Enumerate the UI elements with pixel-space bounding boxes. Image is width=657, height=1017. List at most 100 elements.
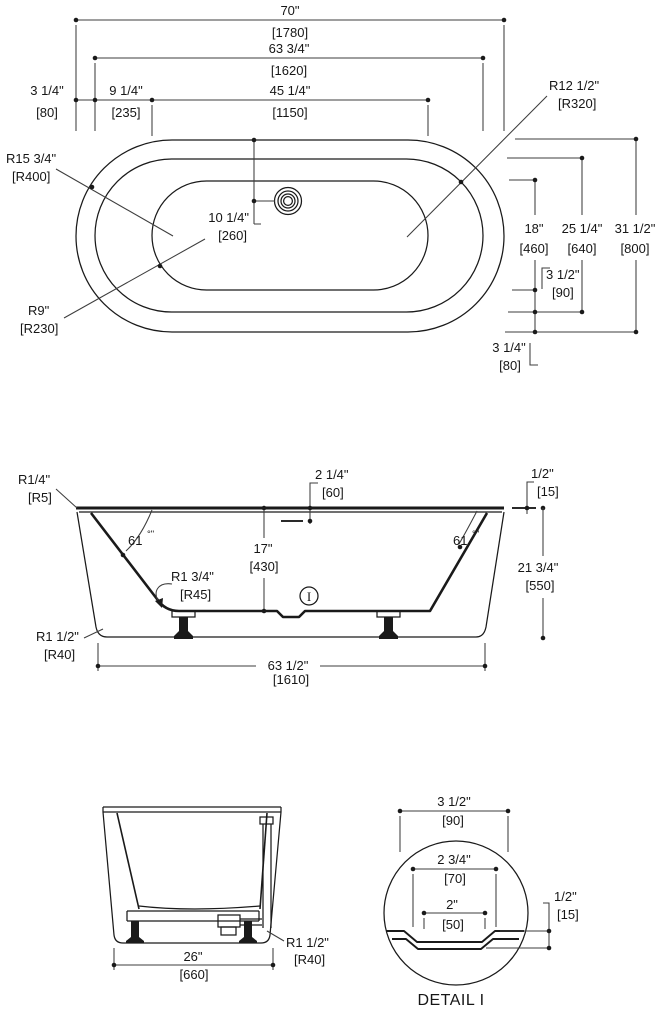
dim-base-radius-mm: [R40] (44, 647, 75, 662)
dim-width-overall-mm: [800] (621, 241, 650, 256)
dim-width-deck-in: 25 1/4" (562, 221, 603, 236)
tub-basin-outline (151, 180, 429, 291)
dim-recess-mid-mm: [70] (444, 871, 466, 886)
dim-offset-deck-in: 3 1/4" (30, 83, 64, 98)
dim-radius-basin-corner-in: R9" (28, 303, 50, 318)
dim-offset-deck-side-in: 3 1/2" (546, 267, 580, 282)
top-view-dimensions (55, 17, 639, 366)
dim-recess-inner-in: 2" (446, 897, 458, 912)
dim-offset-basin-in: 9 1/4" (109, 83, 143, 98)
dim-radius-basin-corner-mm: [R230] (20, 321, 58, 336)
dim-radius-deck-end-in: R15 3/4" (6, 151, 57, 166)
dim-floor-fillet-mm: [R45] (180, 587, 211, 602)
end-rim-lines (102, 806, 282, 813)
dim-offset-rim-side-mm: [80] (499, 358, 521, 373)
recess-outer-dim-line (399, 810, 509, 852)
dim-length-deck-in: 63 3/4" (269, 41, 310, 56)
leader-end-base-radius (266, 930, 285, 942)
side-view-labels: R1/4" [R5] 2 1/4" [60] 1/2" [15] 61 °" 6… (18, 466, 559, 687)
angle-arc-left (125, 509, 153, 552)
dim-rim-radius-in: R1/4" (18, 472, 50, 487)
detail-callout-circle (299, 586, 319, 606)
overflow-pipe-cap (259, 816, 274, 825)
drain-icon (273, 186, 303, 216)
dim-recess-outer-in: 3 1/2" (437, 794, 471, 809)
dim-wall-angle-right: 61 (453, 533, 467, 548)
dim-offset-basin-mm: [235] (112, 105, 141, 120)
dim-drain-offset-mm: [260] (218, 228, 247, 243)
dim-drain-offset-in: 10 1/4" (208, 210, 249, 225)
detail-view-geometry (383, 840, 529, 986)
bracket-rim-lip (526, 481, 534, 514)
dim-width-overall-in: 31 1/2" (615, 221, 656, 236)
leader-radius-basin-corner (63, 238, 206, 319)
end-skirt-outline (102, 811, 282, 944)
end-foot-left (126, 921, 144, 943)
tub-outer-rim-outline (75, 139, 505, 333)
leader-rim-radius (55, 488, 78, 509)
leader-floor-fillet (155, 583, 173, 603)
floor-fillet-arrowhead (155, 598, 163, 608)
dim-offset-rim-side-in: 3 1/4" (492, 340, 526, 355)
detail-callout-letter: I (307, 589, 311, 604)
dim-radius-basin-end-mm: [R320] (558, 96, 596, 111)
leader-base-radius (83, 628, 104, 639)
dim-rim-to-deck-mm: [60] (322, 485, 344, 500)
end-view-geometry (102, 806, 282, 944)
angle-arc-right (458, 510, 478, 545)
dim-depth-mm: [430] (250, 559, 279, 574)
base-length-dim-line (97, 643, 486, 671)
adjustable-foot-right (376, 610, 401, 639)
dim-width-basin-mm: [460] (520, 241, 549, 256)
end-view-dimensions: 26" [660] R1 1/2" [R40] (111, 930, 329, 982)
dim-rim-lip-in: 1/2" (531, 466, 554, 481)
recess-inner-dim-line (423, 912, 486, 929)
dim-recess-depth-in: 1/2" (554, 889, 577, 904)
end-basin-floor (138, 905, 261, 910)
recess-profile-bottom (392, 938, 519, 950)
dim-length-overall-in: 70" (280, 3, 299, 18)
support-cradle (126, 910, 260, 922)
dim-recess-outer-mm: [90] (442, 813, 464, 828)
dim-wall-angle-right-unit: °" (472, 529, 479, 540)
dim-wall-angle-left: 61 (128, 533, 142, 548)
leader-radius-basin-end (406, 95, 548, 238)
end-foot-right (239, 921, 257, 943)
side-view-geometry: I (76, 506, 505, 639)
dim-offset-deck-mm: [80] (36, 105, 58, 120)
adjustable-foot-left (171, 610, 196, 639)
dim-base-length-in: 63 1/2" (268, 658, 309, 673)
dim-recess-mid-in: 2 3/4" (437, 852, 471, 867)
dim-rim-lip-mm: [15] (537, 484, 559, 499)
dim-floor-fillet-in: R1 3/4" (171, 569, 214, 584)
dim-width-basin-in: 18" (524, 221, 543, 236)
dim-length-deck-mm: [1620] (271, 63, 307, 78)
dim-end-base-radius-mm: [R40] (294, 952, 325, 967)
tub-deck-outline (94, 158, 484, 313)
detail-boundary-circle (383, 840, 529, 986)
detail-view-dimensions: 3 1/2" [90] 2 3/4" [70] 2" [50] 1/2" [15… (397, 794, 579, 1009)
detail-caption: DETAIL I (417, 992, 484, 1009)
dim-width-deck-mm: [640] (568, 241, 597, 256)
dim-length-overall-mm: [1780] (272, 25, 308, 40)
dim-offset-deck-side-mm: [90] (552, 285, 574, 300)
overflow-pipe (262, 824, 272, 928)
recess-depth-dim-line (486, 902, 550, 949)
dim-length-basin-mm: [1150] (272, 105, 307, 120)
dim-base-width-in: 26" (183, 949, 202, 964)
tub-skirt-outline (76, 511, 505, 638)
bracket-3-1-4 (529, 343, 538, 366)
dim-base-length-mm: [1610] (273, 672, 309, 687)
dim-radius-basin-end-in: R12 1/2" (549, 78, 600, 93)
top-view-labels: 70" [1780] 63 3/4" [1620] 45 1/4" [1150]… (6, 3, 656, 373)
dim-base-width-mm: [660] (180, 967, 209, 982)
top-view-geometry (75, 139, 505, 333)
dim-depth-in: 17" (253, 541, 272, 556)
dim-end-base-radius-in: R1 1/2" (286, 935, 329, 950)
dim-height-mm: [550] (526, 578, 555, 593)
leader-radius-deck-end (55, 168, 174, 237)
drain-trap (220, 926, 237, 936)
bracket-rim-to-deck (309, 482, 318, 524)
